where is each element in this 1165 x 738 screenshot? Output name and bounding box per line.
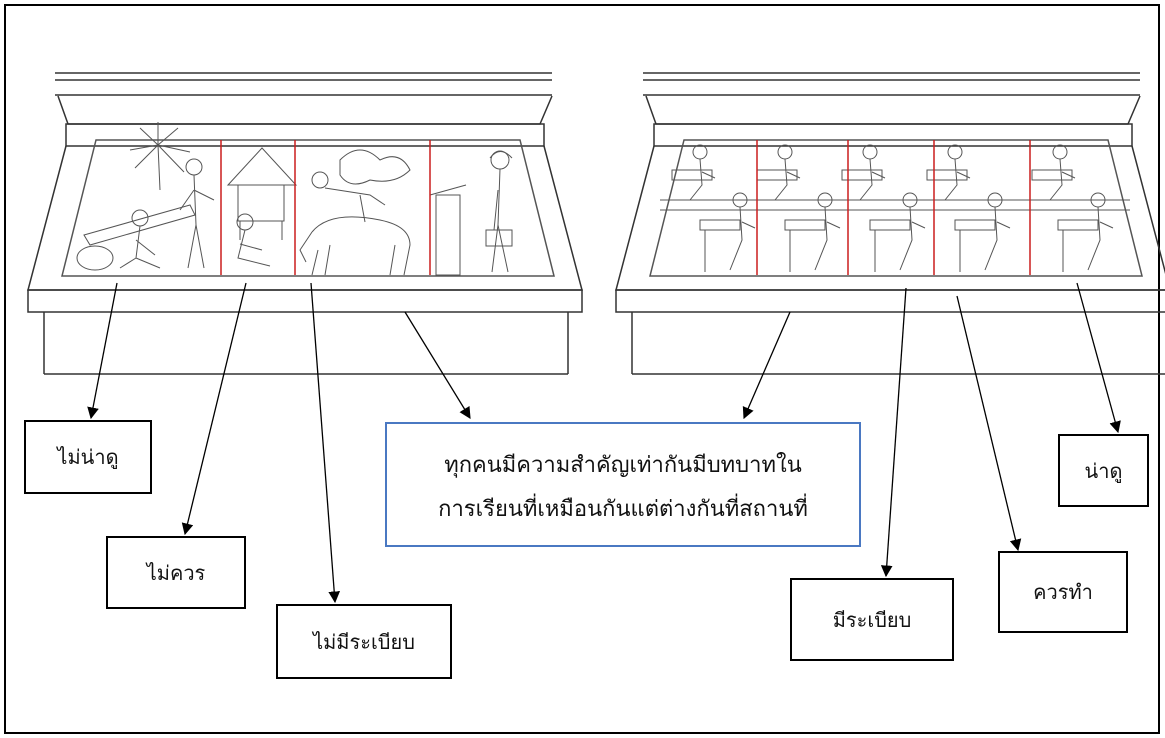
label-should-do: ควรทำ: [998, 551, 1128, 633]
left-dividers: [220, 140, 431, 275]
center-caption: ทุกคนมีความสำคัญเท่ากันมีบทบาทใน การเรีย…: [385, 422, 861, 547]
label-text: ควรทำ: [1033, 580, 1093, 604]
left-scene-sketch: [76, 122, 513, 276]
left-cabinet: [27, 72, 583, 375]
label-text: ไม่ควร: [146, 560, 206, 585]
caption-line-2: การเรียนที่เหมือนกันแต่ต่างกันที่สถานที่: [438, 497, 808, 522]
outer-frame: [4, 4, 1160, 734]
pointer-arrows: [87, 282, 1121, 604]
label-nice-looking: น่าดู: [1058, 434, 1149, 507]
label-not-nice-looking: ไม่น่าดู: [24, 420, 152, 494]
right-dividers: [756, 140, 1031, 275]
label-should-not: ไม่ควร: [106, 536, 246, 609]
label-text: ไม่มีระเบียบ: [313, 629, 415, 654]
label-disorderly: ไม่มีระเบียบ: [276, 604, 452, 679]
label-orderly: มีระเบียบ: [790, 578, 954, 661]
label-text: ไม่น่าดู: [57, 445, 119, 469]
right-cabinet: [615, 72, 1165, 375]
right-scene-sketch: [660, 144, 1130, 272]
label-text: น่าดู: [1084, 458, 1123, 483]
caption-line-1: ทุกคนมีความสำคัญเท่ากันมีบทบาทใน: [444, 453, 802, 478]
label-text: มีระเบียบ: [832, 607, 912, 632]
